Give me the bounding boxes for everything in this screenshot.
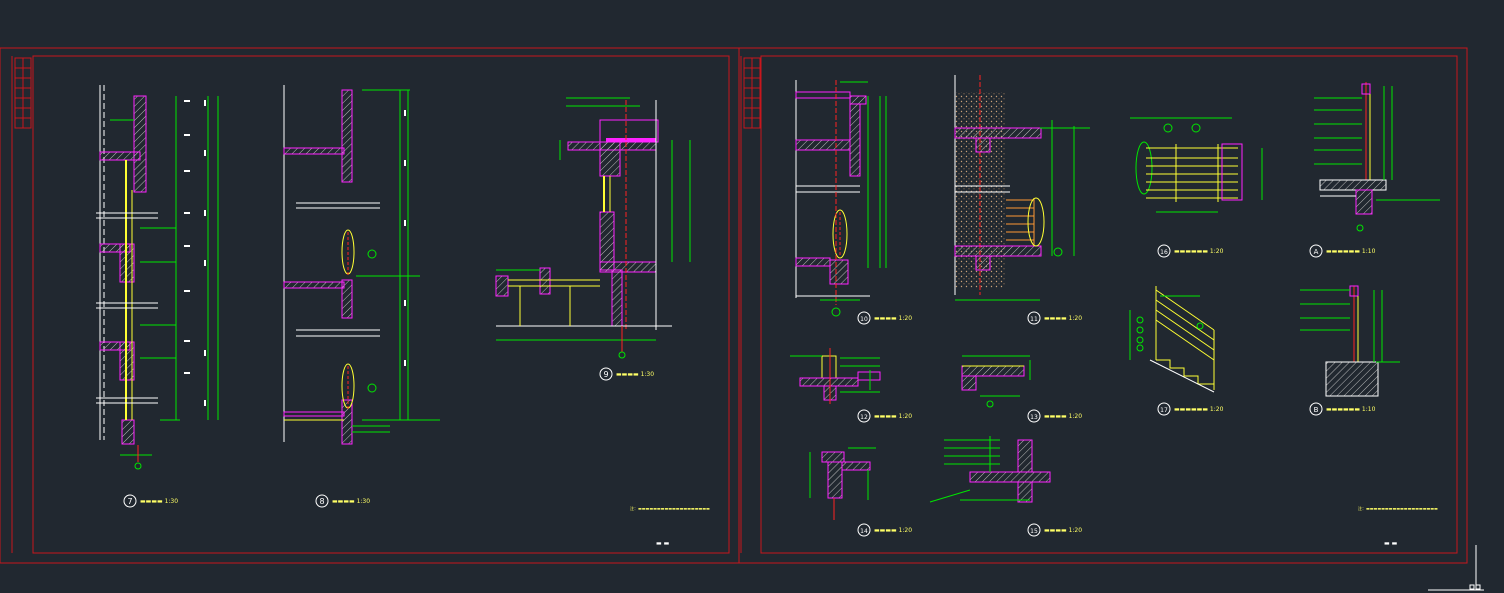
detail-label: 11 ▬▬▬▬ 1:20 [1027,311,1082,325]
right-sheet-inner-frame [760,55,1458,554]
detail-10-section [795,80,887,317]
detail-label: 15 ▬▬▬▬ 1:20 [1027,523,1082,537]
detail-A-railing-section [1314,82,1440,232]
detail-16-railing [1130,117,1263,213]
svg-text:13: 13 [1030,414,1038,421]
svg-text:▬▬▬▬ 1:30: ▬▬▬▬ 1:30 [332,498,370,505]
detail-7-wall-section [96,85,219,470]
left-sheet-labels: 7 ▬▬▬▬ 1:30 8 ▬▬▬▬ 1:30 9 ▬▬▬▬ 1:30 注：▬▬… [123,367,710,547]
right-title-strip [743,57,761,129]
svg-text:14: 14 [860,528,868,535]
detail-9-eave-section [495,97,691,359]
detail-label: A ▬▬▬▬▬▬ 1:10 [1309,244,1376,258]
svg-text:15: 15 [1030,528,1038,535]
detail-label: B ▬▬▬▬▬▬ 1:10 [1309,402,1376,416]
detail-label: 14 ▬▬▬▬ 1:20 [857,523,912,537]
detail-13-section [961,355,1031,408]
detail-label: 16 ▬▬▬▬▬▬ 1:20 [1157,244,1224,258]
svg-text:16: 16 [1160,249,1168,256]
svg-text:▬▬▬▬▬▬ 1:20: ▬▬▬▬▬▬ 1:20 [1174,248,1224,255]
svg-text:▬▬▬▬ 1:20: ▬▬▬▬ 1:20 [874,527,912,534]
svg-text:▬▬▬▬▬▬ 1:10: ▬▬▬▬▬▬ 1:10 [1326,248,1376,255]
detail-label: 7 ▬▬▬▬ 1:30 [123,494,178,508]
detail-label: 13 ▬▬▬▬ 1:20 [1027,409,1082,423]
detail-label: 17 ▬▬▬▬▬▬ 1:20 [1157,402,1224,416]
svg-text:▬▬▬▬ 1:20: ▬▬▬▬ 1:20 [1044,413,1082,420]
svg-text:17: 17 [1160,407,1168,414]
detail-15-section [929,436,1051,503]
detail-label: 8 ▬▬▬▬ 1:30 [315,494,370,508]
detail-11-section [954,75,1090,301]
detail-B-railing-on-base [1300,285,1400,397]
svg-text:▬▬▬▬ 1:20: ▬▬▬▬ 1:20 [874,315,912,322]
svg-text:▬▬▬▬ 1:20: ▬▬▬▬ 1:20 [1044,315,1082,322]
sheet-frames [0,47,1468,564]
left-title-strip [14,57,32,129]
detail-14-section [809,447,876,520]
svg-text:7: 7 [127,497,132,506]
svg-text:12: 12 [860,414,868,421]
left-sheet-note: 注：▬▬▬▬▬▬▬▬▬▬▬▬▬▬▬▬▬▬▬ [630,505,710,511]
corner-marks [1428,545,1484,591]
right-sheet-labels: 10 ▬▬▬▬ 1:20 11 ▬▬▬▬ 1:20 12 ▬▬▬▬ 1:20 1… [857,244,1438,547]
right-sheet-outer-frame [738,47,1468,564]
detail-label: 9 ▬▬▬▬ 1:30 [599,367,654,381]
left-sheet-outer-frame [0,47,740,564]
right-sheet-note: 注：▬▬▬▬▬▬▬▬▬▬▬▬▬▬▬▬▬▬▬ [1358,505,1438,511]
svg-text:B: B [1314,406,1319,414]
svg-text:10: 10 [860,316,868,323]
svg-text:▬▬▬▬ 1:30: ▬▬▬▬ 1:30 [616,371,654,378]
svg-text:11: 11 [1030,316,1038,323]
svg-text:▬▬▬▬▬▬ 1:10: ▬▬▬▬▬▬ 1:10 [1326,406,1376,413]
svg-text:A: A [1314,248,1319,256]
detail-8-wall-section [283,85,440,445]
svg-text:▬▬▬▬ 1:20: ▬▬▬▬ 1:20 [874,413,912,420]
svg-text:▬▬▬▬▬▬ 1:20: ▬▬▬▬▬▬ 1:20 [1174,406,1224,413]
detail-label: 10 ▬▬▬▬ 1:20 [857,311,912,325]
svg-text:▬▬▬▬ 1:30: ▬▬▬▬ 1:30 [140,498,178,505]
left-sheet-inner-frame [32,55,730,554]
svg-text:9: 9 [603,370,608,379]
svg-text:▬▬▬▬ 1:20: ▬▬▬▬ 1:20 [1044,527,1082,534]
svg-text:8: 8 [319,497,324,506]
right-sheet-page-mark: ▬ ▬ [1384,540,1398,547]
detail-17-stair-railing [1129,286,1215,393]
detail-12-section [790,348,881,404]
detail-label: 12 ▬▬▬▬ 1:20 [857,409,912,423]
left-sheet-page-mark: ▬ ▬ [656,540,670,547]
